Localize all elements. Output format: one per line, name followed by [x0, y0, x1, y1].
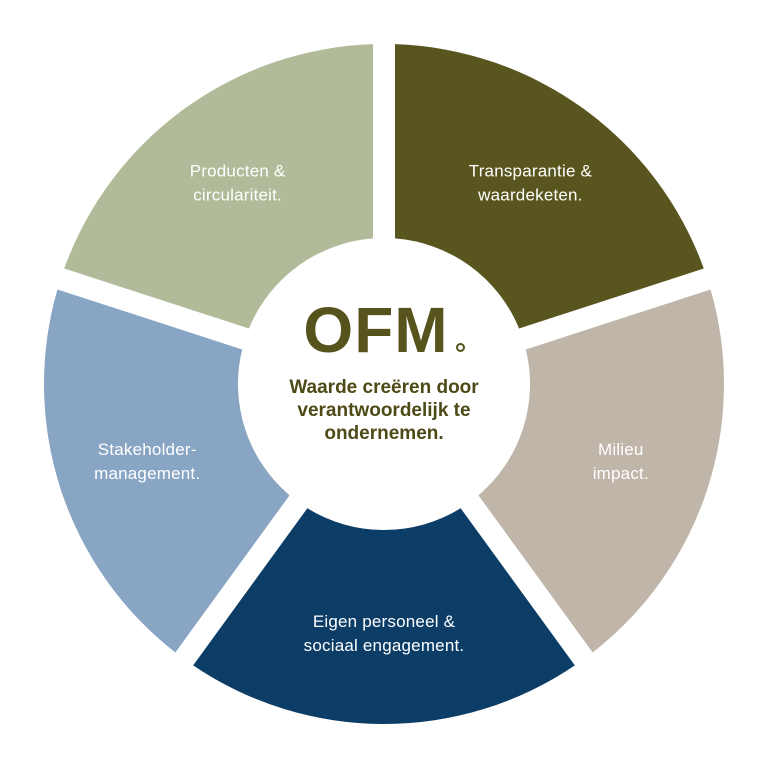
segment-label-line: sociaal engagement.	[304, 636, 465, 655]
brand-logo: OFM	[303, 294, 465, 366]
segment-label-stakeholder: Stakeholder-management.	[94, 440, 200, 483]
segment-personeel	[193, 508, 575, 725]
segment-milieu	[478, 289, 725, 653]
tagline-line: ondernemen.	[324, 423, 444, 444]
segment-label-personeel: Eigen personeel & sociaal engagement.	[304, 612, 465, 655]
segment-label-line: circulariteit.	[193, 186, 282, 205]
tagline-line: Waarde creëren door	[289, 377, 479, 398]
brand-name: OFM	[303, 294, 449, 366]
segment-label-line: Milieu	[598, 440, 644, 459]
segment-label-transparantie: Transparantie & waardeketen.	[469, 162, 593, 205]
segment-label-line: waardeketen.	[477, 186, 582, 205]
segment-label-line: Transparantie &	[469, 162, 593, 181]
segment-label-line: management.	[94, 464, 200, 483]
segment-label-line: impact.	[593, 464, 649, 483]
segment-transparantie	[395, 44, 704, 329]
labels-layer: Transparantie & waardeketen. Milieu impact.…	[94, 162, 649, 655]
segment-stakeholder	[43, 289, 290, 653]
tagline: Waarde creëren door verantwoordelijk te …	[234, 376, 534, 445]
segment-label-producten: Producten & circulariteit.	[190, 162, 286, 205]
center-block: OFM Waarde creëren door verantwoordelijk…	[234, 298, 534, 445]
segment-label-line: Stakeholder-	[98, 440, 197, 459]
brand-dot-icon	[455, 343, 465, 352]
segment-label-milieu: Milieu impact.	[593, 440, 649, 483]
segment-label-line: Producten &	[190, 162, 286, 181]
segments-layer	[43, 44, 725, 725]
tagline-line: verantwoordelijk te	[297, 400, 471, 421]
segment-producten	[64, 44, 374, 329]
segment-label-line: Eigen personeel &	[313, 612, 456, 631]
